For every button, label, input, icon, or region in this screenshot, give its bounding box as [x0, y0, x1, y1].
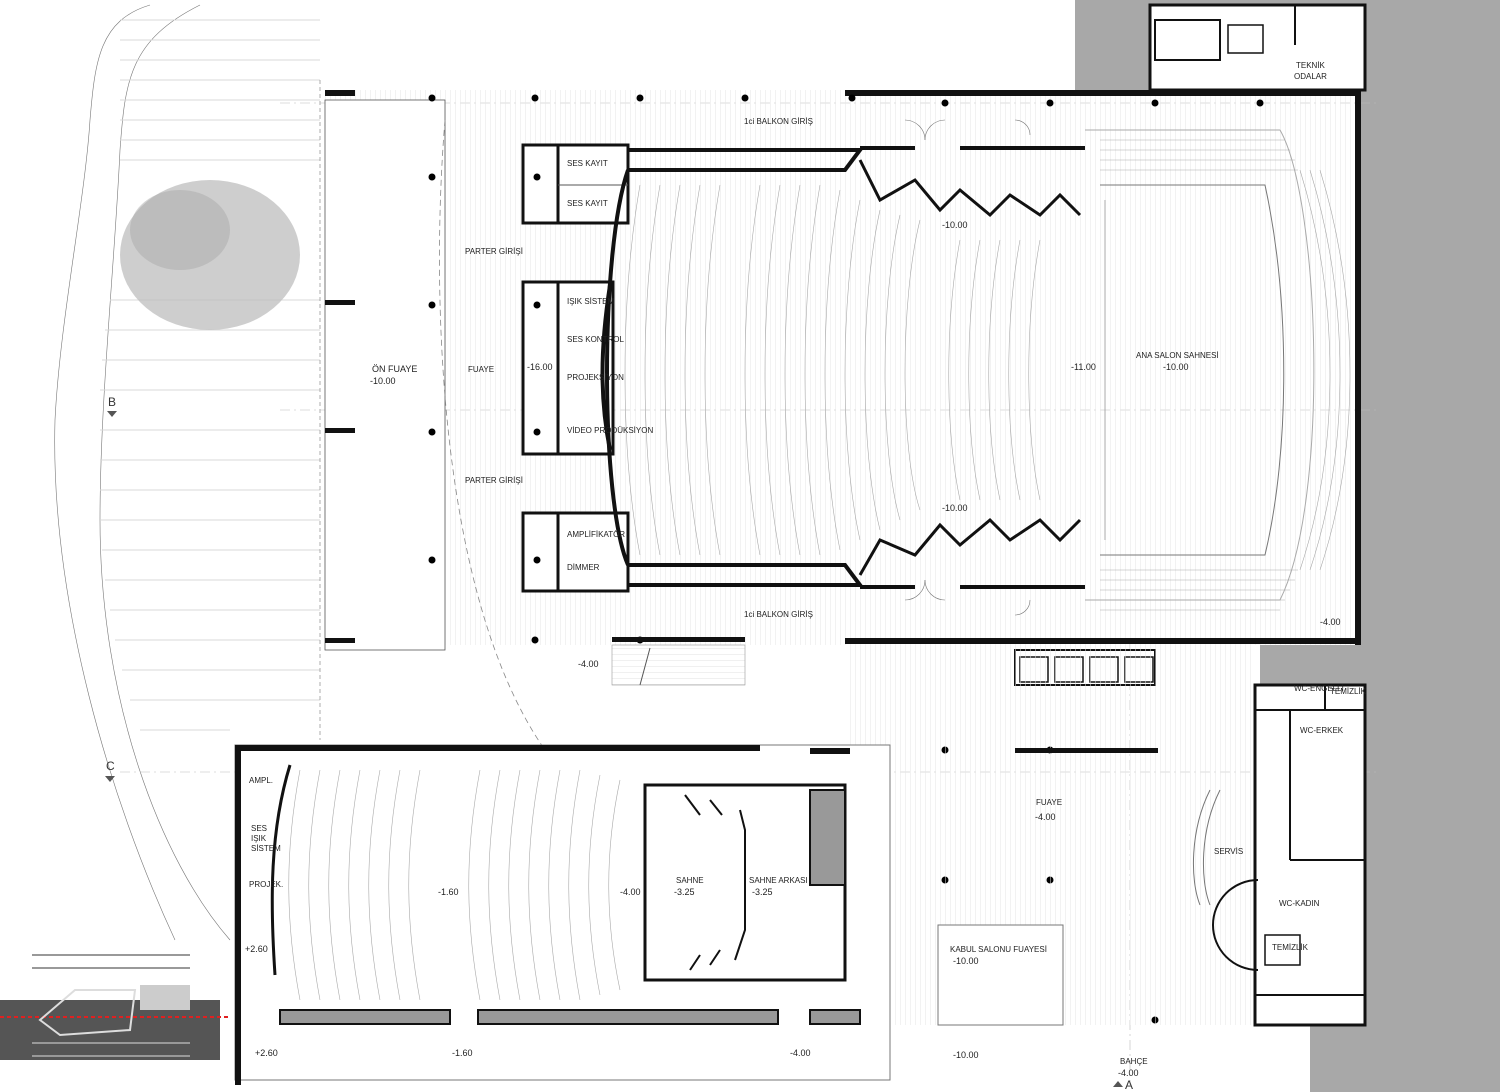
on-fuaye-level: -10.00	[370, 376, 396, 386]
main-building	[324, 90, 1361, 751]
sahne-level: -3.25	[674, 887, 695, 897]
bahce-label: BAHÇE	[1120, 1057, 1148, 1066]
isik-sistem: IŞIK SİSTEM	[567, 297, 614, 306]
level-260-b: +2.60	[255, 1048, 278, 1058]
level-16: -16.00	[527, 362, 553, 372]
bahce-level: -4.00	[1118, 1068, 1139, 1078]
level-4-stair: -4.00	[578, 659, 599, 669]
ses-kayit-2: SES KAYIT	[567, 199, 608, 208]
amplifikator: AMPLİFİKATÖR	[567, 530, 625, 539]
kabul-label: KABUL SALONU FUAYESİ	[950, 945, 1047, 954]
small-hall	[234, 744, 891, 1085]
stair-lower	[611, 644, 746, 686]
balkon-girisi-2: 1ci BALKON GİRİŞ	[744, 610, 813, 619]
projek-label: PROJEK.	[249, 880, 283, 889]
small-hall-seating	[288, 769, 621, 1001]
sahne-label: SAHNE	[676, 876, 704, 885]
level-10-top: -10.00	[942, 220, 968, 230]
temizlik-2: TEMİZLİK	[1272, 943, 1309, 952]
axis-label-b: B	[108, 395, 116, 409]
sahne-arkasi-label: SAHNE ARKASI	[749, 876, 808, 885]
isik-small: IŞIK	[251, 834, 267, 843]
ana-salon-label: ANA SALON SAHNESİ	[1136, 351, 1219, 360]
room-labels: ÖN FUAYE -10.00 FUAYE -16.00 PARTER GİRİ…	[245, 61, 1367, 1078]
on-fuaye-label: ÖN FUAYE	[372, 364, 417, 374]
level-11: -11.00	[1071, 362, 1096, 372]
lower-foyer	[850, 645, 1255, 1026]
odalar-label: ODALAR	[1294, 72, 1327, 81]
level-260-a: +2.60	[245, 944, 268, 954]
balkon-girisi-1: 1ci BALKON GİRİŞ	[744, 117, 813, 126]
dimmer: DİMMER	[567, 563, 600, 572]
wc-erkek: WC-ERKEK	[1300, 726, 1344, 735]
ana-salon-level: -10.00	[1163, 362, 1189, 372]
video-produksiyon: VİDEO PRODÜKSİYON	[567, 426, 653, 435]
level-160-a: -1.60	[438, 887, 459, 897]
ses-kontrol: SES KONTROL	[567, 335, 624, 344]
teknik-odalar	[1148, 3, 1367, 92]
fuaye-lower-level: -4.00	[1035, 812, 1056, 822]
level-4-small-hall: -4.00	[620, 887, 641, 897]
temizlik-1: TEMİZLİK	[1330, 687, 1367, 696]
ses-kayit-1: SES KAYIT	[567, 159, 608, 168]
sahne-arkasi-level: -3.25	[752, 887, 773, 897]
servis-label: SERVİS	[1214, 847, 1243, 856]
level-160-b: -1.60	[452, 1048, 473, 1058]
parter-girisi-2: PARTER GİRİŞİ	[465, 476, 523, 485]
neighbour-building-right	[1360, 0, 1500, 1092]
ampl-label: AMPL.	[249, 776, 273, 785]
fuaye-lower-label: FUAYE	[1036, 798, 1062, 807]
road-stripes	[100, 19, 320, 731]
site-context	[54, 4, 321, 941]
axis-label-a: A	[1125, 1078, 1133, 1092]
level-10-gate: -10.00	[953, 1050, 979, 1060]
level-10-bottom: -10.00	[942, 503, 968, 513]
wc-block	[1212, 683, 1367, 1027]
level-4-right: -4.00	[1320, 617, 1341, 627]
kabul-level: -10.00	[953, 956, 979, 966]
wc-kadin: WC-KADIN	[1279, 899, 1320, 908]
main-seating	[624, 129, 1351, 611]
level-4-small-bottom: -4.00	[790, 1048, 811, 1058]
parter-girisi-1: PARTER GİRİŞİ	[465, 247, 523, 256]
tech-rooms	[521, 143, 630, 593]
axis-markers: B C A	[105, 395, 1133, 1092]
ses-small: SES	[251, 824, 267, 833]
main-hall	[600, 119, 1351, 616]
wc-engelli: WC-ENGELLİ	[1294, 684, 1344, 693]
sistem-small: SİSTEM	[251, 844, 281, 853]
fuaye-label: FUAYE	[468, 365, 494, 374]
axis-label-c: C	[106, 759, 115, 773]
projeksiyon: PROJEKSİYON	[567, 373, 624, 382]
teknik-label: TEKNİK	[1296, 61, 1326, 70]
